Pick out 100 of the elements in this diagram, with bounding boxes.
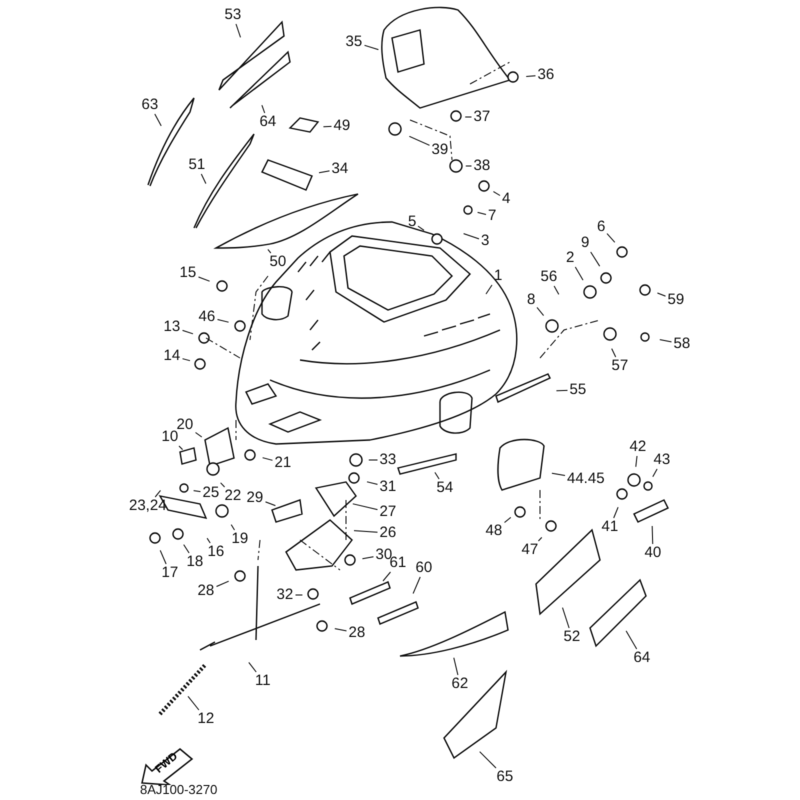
callout-number: 57	[610, 358, 630, 374]
leader-line	[182, 330, 194, 334]
leader-line	[434, 472, 440, 480]
leader-line	[652, 526, 654, 544]
leader-line	[188, 696, 200, 710]
callout-number: 54	[436, 480, 454, 496]
leader-line	[463, 233, 480, 240]
leader-line	[354, 530, 378, 533]
callout-number: 31	[378, 479, 398, 495]
callout-number: 18	[186, 554, 204, 570]
callout-number: 27	[378, 504, 398, 520]
leader-line	[262, 457, 273, 461]
callout-number: 60	[414, 560, 434, 576]
leader-line	[464, 116, 472, 118]
leader-line	[265, 501, 276, 506]
callout-number: 63	[140, 97, 160, 113]
callout-number: 28	[196, 583, 216, 599]
leader-line	[362, 556, 374, 560]
callout-number: 3	[480, 233, 490, 249]
callout-number: 5	[407, 214, 418, 230]
leader-line	[538, 536, 542, 542]
leader-line	[206, 538, 211, 544]
leader-line	[554, 286, 560, 295]
callout-number: 16	[206, 544, 226, 560]
leader-line	[656, 292, 666, 297]
callout-number: 47	[520, 542, 540, 558]
leader-line	[626, 630, 638, 650]
callout-number: 17	[160, 565, 180, 581]
leader-line	[334, 628, 347, 632]
leader-line	[574, 266, 584, 281]
leader-line	[453, 657, 458, 676]
leader-line	[154, 114, 162, 126]
callout-number: 21	[274, 455, 292, 471]
callout-number: 7	[487, 208, 498, 224]
callout-number: 62	[450, 676, 470, 692]
callout-number: 58	[672, 336, 692, 352]
callout-number: 8	[526, 292, 536, 308]
leader-line	[562, 607, 570, 628]
callout-number: 65	[496, 769, 514, 785]
leader-line	[318, 170, 330, 174]
callout-number: 51	[188, 157, 206, 173]
callout-number: 44.45	[566, 471, 606, 487]
callout-number: 12	[196, 711, 216, 727]
leader-line	[193, 490, 201, 492]
leader-line	[486, 284, 492, 294]
callout-number: 50	[268, 254, 288, 270]
leader-line	[220, 482, 226, 488]
callout-number: 34	[330, 161, 350, 177]
leader-line	[536, 306, 544, 316]
callout-number: 53	[224, 7, 242, 23]
callout-number: 4	[501, 191, 512, 207]
callout-number: 25	[202, 485, 220, 501]
callout-number: 37	[472, 109, 492, 125]
callout-number: 36	[536, 67, 556, 83]
leader-line	[479, 751, 496, 768]
callout-number: 6	[596, 219, 606, 235]
leader-line	[652, 468, 658, 478]
leader-line	[200, 174, 206, 184]
leader-line	[248, 662, 257, 672]
leader-line	[322, 126, 332, 128]
callout-number: 1	[493, 268, 504, 284]
leader-line	[183, 544, 190, 554]
leader-line	[606, 233, 616, 243]
leader-line	[216, 580, 230, 587]
callout-number: 39	[430, 142, 450, 158]
callout-number: 38	[472, 158, 492, 174]
callout-number: 56	[540, 269, 558, 285]
callout-number: 35	[344, 34, 364, 50]
leader-line	[178, 446, 184, 450]
leader-line	[261, 104, 266, 114]
callout-number: 64	[258, 114, 278, 130]
leader-line	[477, 212, 486, 215]
leader-line	[182, 358, 190, 362]
callout-number: 32	[276, 587, 294, 603]
leader-line	[364, 44, 379, 50]
callout-number: 2	[565, 250, 576, 266]
callout-number: 28	[348, 625, 366, 641]
leader-line	[352, 503, 378, 510]
callout-number: 19	[230, 531, 250, 547]
leader-line	[382, 572, 391, 582]
leader-line	[408, 136, 430, 146]
leader-line	[154, 490, 161, 498]
callout-number: 13	[162, 319, 182, 335]
callout-number: 9	[580, 235, 590, 251]
callout-number: 40	[644, 545, 662, 561]
leader-line	[217, 319, 230, 323]
callout-number: 23,24	[128, 498, 168, 514]
callout-number: 22	[224, 488, 242, 504]
callout-number: 46	[198, 309, 216, 325]
callout-number: 48	[484, 523, 504, 539]
leader-line	[267, 248, 272, 254]
callout-number: 49	[332, 118, 352, 134]
leader-line	[504, 516, 512, 523]
leader-line	[635, 456, 638, 468]
callout-number: 11	[254, 673, 272, 689]
callout-number: 33	[378, 452, 398, 468]
leader-line	[659, 339, 672, 342]
callout-number: 10	[160, 429, 180, 445]
leader-line	[526, 75, 536, 77]
callout-number: 42	[628, 439, 648, 455]
